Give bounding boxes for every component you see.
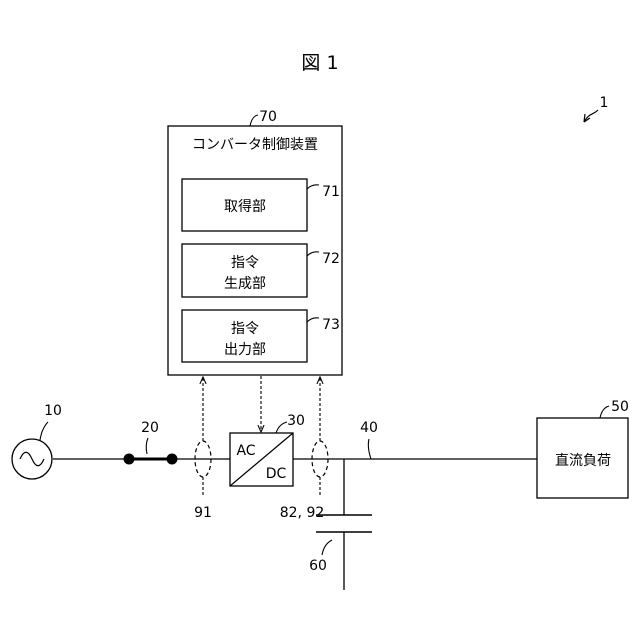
dc-line-ref: 40: [360, 420, 378, 436]
controller-title: コンバータ制御装置: [192, 137, 318, 153]
breaker-contact-left: [124, 454, 135, 465]
controller-ref-leader: [250, 115, 258, 126]
figure-title: 図 1: [301, 52, 338, 74]
sensor-82-92-ref: 82, 92: [280, 505, 325, 521]
sensor-91-ref: 91: [194, 505, 212, 521]
breaker-contact-right: [167, 454, 178, 465]
system-ref-label: 1: [600, 95, 609, 111]
command-output-unit-leader: [307, 318, 319, 322]
converter-ac-text: AC: [236, 443, 255, 459]
converter-ref-leader: [276, 422, 287, 433]
dc-load-leader: [600, 406, 609, 418]
ac-source-ref: 10: [44, 403, 62, 419]
acquisition-unit-label: 取得部: [224, 198, 266, 215]
converter-controller-box: [168, 126, 342, 375]
acquisition-unit-ref: 71: [322, 184, 340, 200]
command-output-unit-ref: 73: [322, 317, 340, 333]
command-output-unit-label-line1: 指令: [231, 321, 259, 337]
dc-line-leader: [368, 439, 371, 459]
dc-load-label: 直流負荷: [555, 452, 611, 469]
command-generation-unit-leader: [307, 252, 319, 256]
command-generation-unit-label-line1: 指令: [231, 255, 259, 271]
breaker-leader: [146, 438, 148, 454]
ac-source-leader: [40, 422, 48, 440]
command-generation-unit-ref: 72: [322, 251, 340, 267]
command-output-unit-label-line2: 出力部: [224, 342, 266, 358]
command-generation-unit-label-line2: 生成部: [224, 276, 266, 292]
acquisition-unit-leader: [307, 185, 319, 189]
capacitor-ref: 60: [309, 558, 327, 574]
converter-dc-text: DC: [266, 466, 287, 482]
converter-ref: 30: [287, 413, 305, 429]
breaker-ref: 20: [141, 420, 159, 436]
dc-load-ref: 50: [611, 399, 629, 415]
capacitor-leader: [322, 540, 332, 555]
controller-ref-label: 70: [259, 109, 277, 125]
